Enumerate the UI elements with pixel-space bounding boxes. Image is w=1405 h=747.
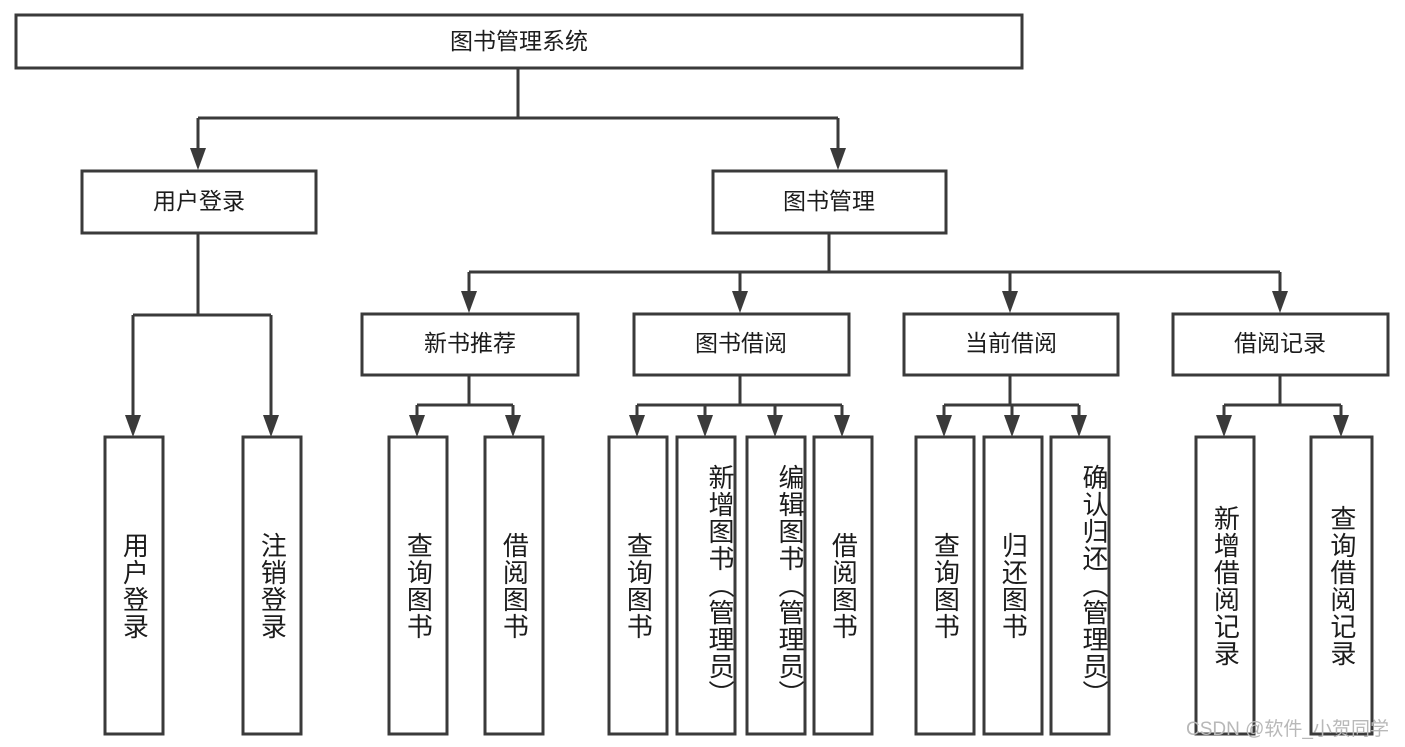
connector-bookmgmt-to-level3 xyxy=(461,233,1288,313)
connector-borrowrecord-to-leaves xyxy=(1216,375,1349,437)
node-leaf-user-login[interactable] xyxy=(103,435,165,736)
connector-userlogin-to-leaves xyxy=(125,233,279,437)
node-book-borrow[interactable]: 图书借阅 xyxy=(632,312,851,377)
connector-newbook-to-leaves xyxy=(409,375,521,437)
node-book-management-label: 图书管理 xyxy=(783,188,875,214)
node-leaf-logout-login[interactable] xyxy=(241,435,303,736)
node-leaf-borrow-book-1[interactable] xyxy=(483,435,545,736)
node-leaf-add-record[interactable] xyxy=(1194,435,1256,736)
connector-root-to-level2 xyxy=(190,68,846,170)
node-borrow-record[interactable]: 借阅记录 xyxy=(1171,312,1390,377)
node-user-login-label: 用户登录 xyxy=(153,188,245,214)
node-user-login[interactable]: 用户登录 xyxy=(80,169,318,235)
node-leaf-query-book-2[interactable] xyxy=(607,435,669,736)
csdn-watermark: CSDN @软件_小贺同学 xyxy=(1186,719,1389,740)
node-leaf-add-book[interactable] xyxy=(675,435,737,736)
node-leaf-query-book-1[interactable] xyxy=(387,435,449,736)
node-leaf-return-book[interactable] xyxy=(982,435,1044,736)
node-book-borrow-label: 图书借阅 xyxy=(695,330,787,356)
node-new-book-recommend[interactable]: 新书推荐 xyxy=(360,312,580,377)
node-current-borrow[interactable]: 当前借阅 xyxy=(902,312,1120,377)
node-current-borrow-label: 当前借阅 xyxy=(965,330,1057,356)
node-new-book-recommend-label: 新书推荐 xyxy=(424,330,516,356)
connector-currentborrow-to-leaves xyxy=(936,375,1087,437)
node-root-book-management-system[interactable]: 图书管理系统 xyxy=(14,13,1024,70)
node-book-management[interactable]: 图书管理 xyxy=(711,169,948,235)
node-leaf-edit-book[interactable] xyxy=(745,435,807,736)
node-leaf-confirm-return[interactable] xyxy=(1049,435,1111,736)
node-leaf-query-book-3[interactable] xyxy=(914,435,976,736)
node-borrow-record-label: 借阅记录 xyxy=(1234,330,1326,356)
node-root-label: 图书管理系统 xyxy=(450,28,588,54)
node-leaf-borrow-book-2[interactable] xyxy=(812,435,874,736)
connector-bookborrow-to-leaves xyxy=(629,375,850,437)
node-leaf-query-record[interactable] xyxy=(1309,435,1374,736)
